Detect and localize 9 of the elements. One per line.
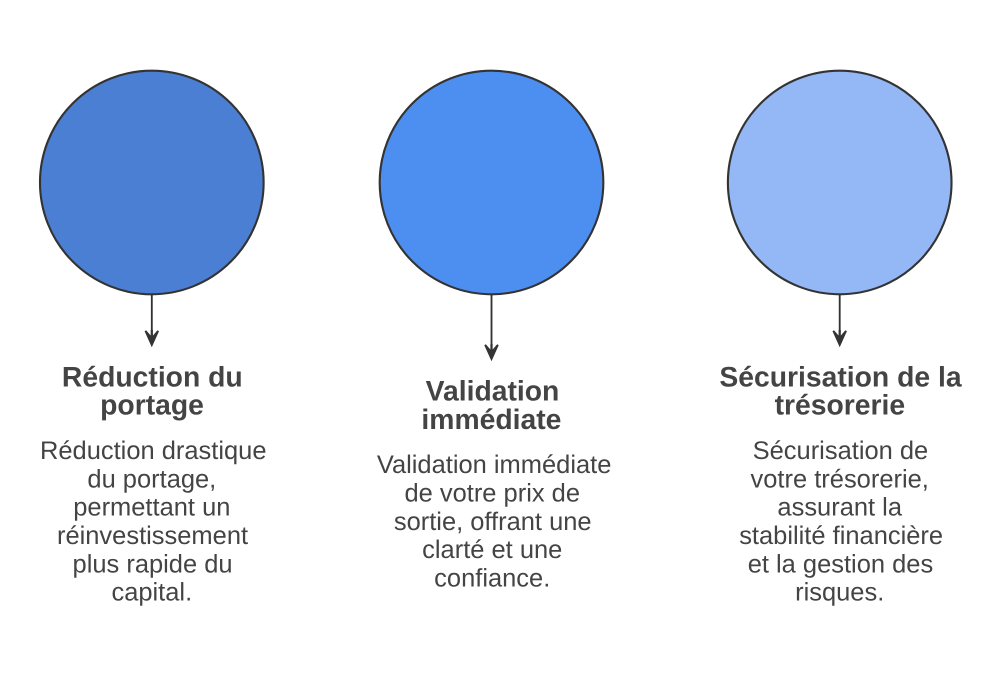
arrow bbox=[484, 294, 499, 360]
node-text: Réduction du portage Réduction drastique du portage, permettant un réinvestissement plus rapide du capital. bbox=[40, 360, 267, 607]
node-circle bbox=[38, 70, 265, 296]
node-text: Validation immédiate Validation immédiate de votre prix de sortie, offrant une clarté et une confiance. bbox=[376, 374, 612, 592]
node-text: Sécurisation de la trésorerie Sécurisation de votre trésorerie, assurant la stabilité financière et la gestion des risques. bbox=[719, 360, 962, 607]
node-circle bbox=[726, 70, 953, 296]
arrow bbox=[144, 294, 160, 346]
node-circle bbox=[378, 70, 604, 296]
arrow bbox=[832, 294, 847, 346]
